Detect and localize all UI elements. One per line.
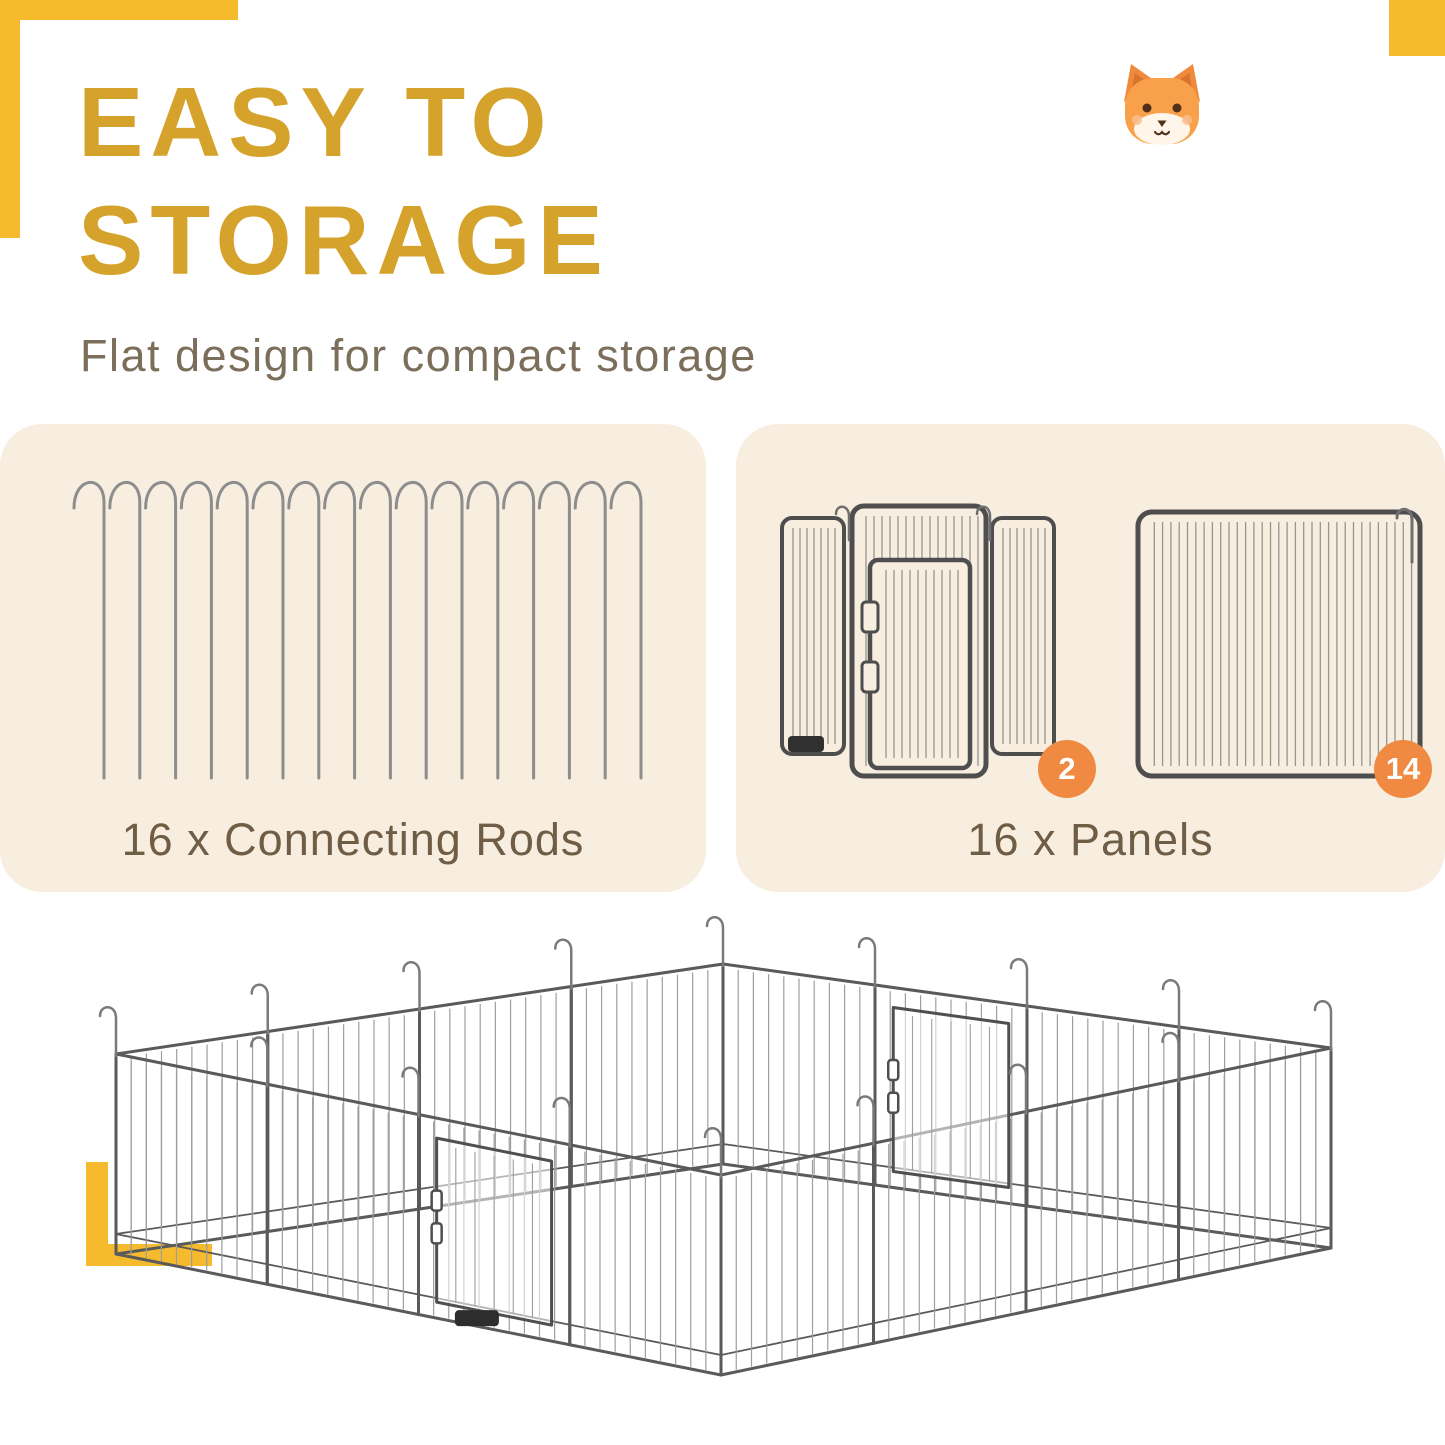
title-line-1: EASY TO bbox=[78, 67, 554, 177]
rods-label: 16 x Connecting Rods bbox=[121, 814, 585, 865]
plain-panels-count-badge: 14 bbox=[1374, 740, 1432, 798]
playpen-illustration bbox=[98, 916, 1333, 1377]
connecting-rods-illustration bbox=[72, 481, 643, 780]
fox-face-icon bbox=[1124, 64, 1200, 145]
corner-accent-bar bbox=[0, 0, 238, 20]
title-line-2: STORAGE bbox=[78, 184, 610, 295]
page-title: EASY TO STORAGE bbox=[78, 64, 610, 299]
panels-card: 16 x Panels bbox=[736, 424, 1445, 892]
corner-accent-bar bbox=[0, 0, 20, 238]
page-subtitle: Flat design for compact storage bbox=[80, 330, 757, 381]
corner-accent-bar bbox=[86, 1162, 108, 1266]
corner-accent-top-right bbox=[1389, 0, 1445, 56]
panels-illustration bbox=[780, 503, 1423, 779]
panels-label: 16 x Panels bbox=[967, 814, 1214, 865]
connecting-rods-card: 16 x Connecting Rods bbox=[0, 424, 706, 892]
door-panels-count-badge: 2 bbox=[1038, 740, 1096, 798]
